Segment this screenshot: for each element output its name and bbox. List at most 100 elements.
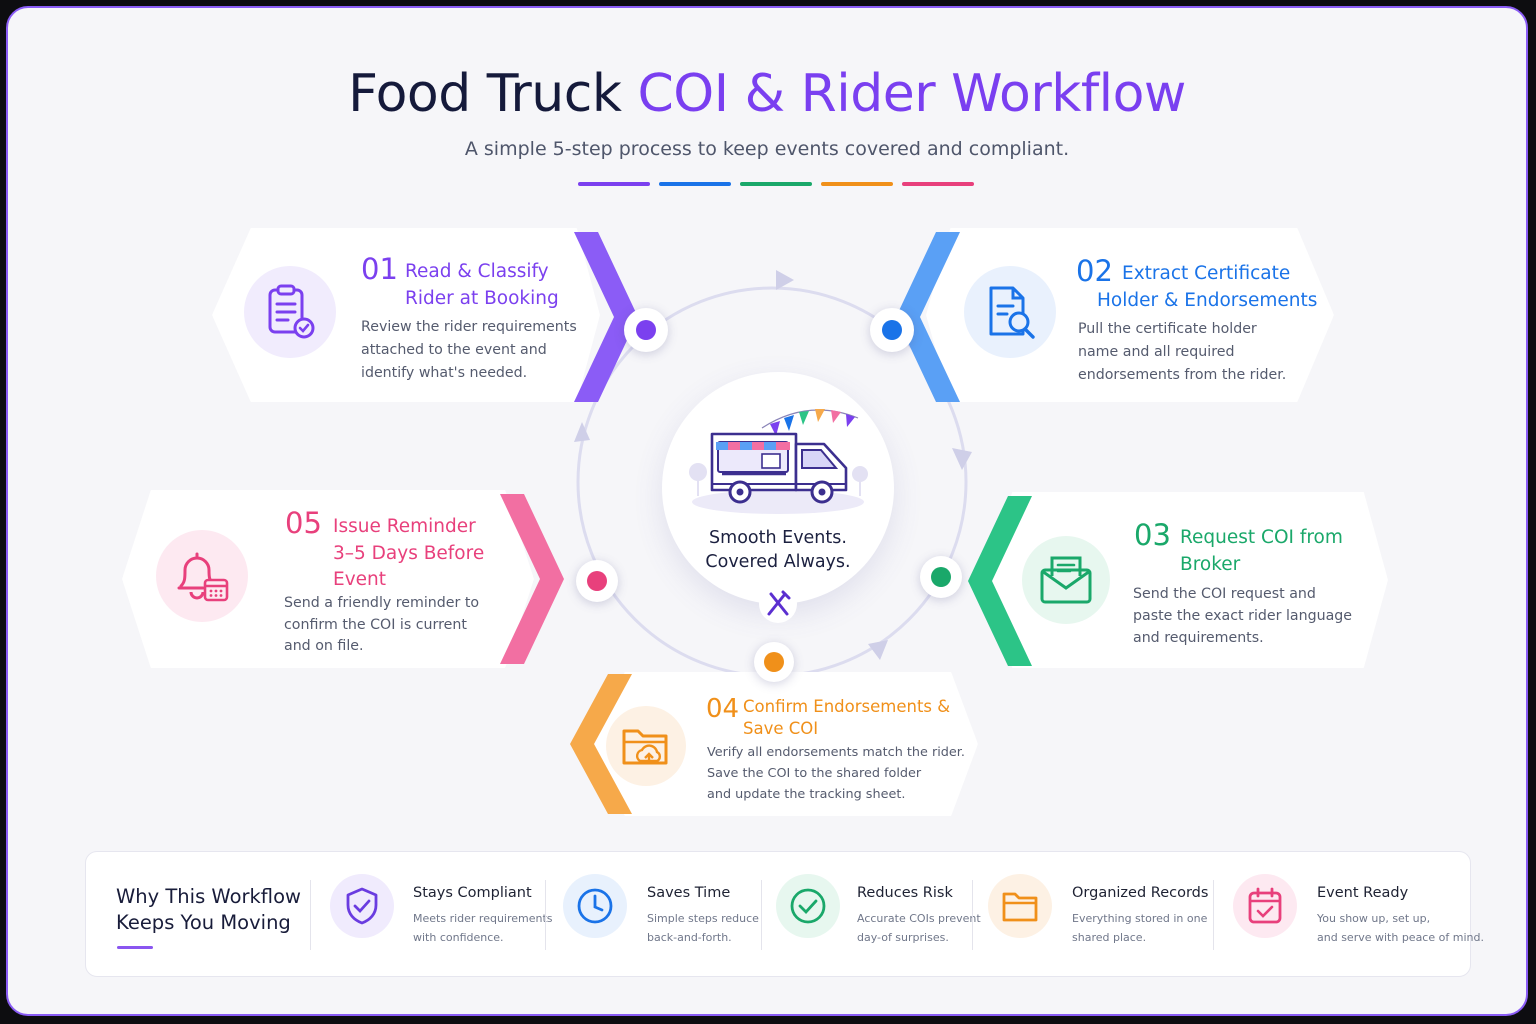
benefit-4-desc: Everything stored in one shared place.: [1072, 909, 1207, 947]
step-04-title-line1: Confirm Endorsements &: [743, 697, 951, 716]
benefit-1-title: Stays Compliant: [413, 885, 532, 901]
step-01-title-line2: Rider at Booking: [405, 288, 559, 309]
benefit-1-desc: Meets rider requirements with confidence…: [413, 909, 553, 947]
step-02-title-line2: Holder & Endorsements: [1097, 290, 1318, 311]
benefits-divider-4: [972, 880, 973, 950]
stripe-green: [740, 182, 812, 186]
benefit-4-desc-line2: shared place.: [1072, 931, 1147, 944]
stripe-pink: [902, 182, 974, 186]
step-01-body-line2: attached to the event and: [361, 342, 547, 358]
step-01-title-line1: Read & Classify: [405, 261, 549, 282]
hub-tagline-line1: Smooth Events.: [709, 528, 847, 548]
step-05-icon-circle: [156, 530, 248, 622]
step-05-body-line2: confirm the COI is current: [284, 616, 467, 633]
step-04-title: Confirm Endorsements & Save COI: [743, 696, 950, 740]
title-main: Food Truck: [348, 64, 638, 124]
step-01-body: Review the rider requirements attached t…: [361, 316, 577, 385]
step-04-number: 04: [706, 694, 740, 724]
step-01-body-line1: Review the rider requirements: [361, 319, 577, 335]
hub-tagline: Smooth Events. Covered Always.: [662, 526, 894, 574]
food-truck-illustration: [689, 409, 868, 514]
step-05-title-line1: Issue Reminder: [333, 516, 476, 537]
step-05-body-line1: Send a friendly reminder to: [284, 595, 480, 611]
benefits-heading-underline: [117, 946, 153, 949]
infographic-frame: Food Truck COI & Rider Workflow A simple…: [6, 6, 1528, 1016]
step-04-body-line2: Save the COI to the shared folder: [707, 766, 922, 781]
step-04-body-line3: and update the tracking sheet.: [707, 787, 906, 802]
step-03-body: Send the COI request and paste the exact…: [1133, 583, 1352, 649]
benefits-bar: Why This Workflow Keeps You Moving Stays…: [85, 851, 1484, 978]
step-03-chevron: [968, 496, 1032, 666]
benefit-5-icon-circle: [1233, 874, 1297, 938]
step-05-number: 05: [285, 506, 322, 540]
step-03-title-line2: Broker: [1180, 554, 1241, 575]
benefit-2-title: Saves Time: [647, 885, 731, 901]
step-01-chevron: [574, 232, 638, 402]
benefit-2-desc: Simple steps reduce back-and-forth.: [647, 909, 759, 947]
step-03-title-line1: Request COI from: [1180, 527, 1343, 548]
hub-tagline-line2: Covered Always.: [705, 552, 851, 572]
center-hub: Smooth Events. Covered Always.: [662, 372, 894, 604]
page-title: Food Truck COI & Rider Workflow: [8, 64, 1526, 124]
step-04-body: Verify all endorsements match the rider.…: [707, 742, 965, 805]
step-02-title-line1: Extract Certificate: [1122, 263, 1291, 284]
step-02-body-line3: endorsements from the rider.: [1078, 367, 1287, 383]
connector-dot-04: [754, 642, 794, 682]
envelope-icon: [1040, 556, 1092, 604]
stripe-orange: [821, 182, 893, 186]
check-circle-icon: [790, 888, 826, 924]
connector-dot-03: [920, 556, 962, 598]
bell-calendar-icon: [177, 552, 229, 602]
calendar-check-icon: [1248, 887, 1282, 924]
step-02-body-line1: Pull the certificate holder: [1078, 321, 1257, 337]
step-03-body-line3: and requirements.: [1133, 630, 1264, 646]
benefit-event-ready: Event Ready You show up, set up, and ser…: [1233, 852, 1484, 978]
step-03-body-line2: paste the exact rider language: [1133, 608, 1353, 624]
ring-arrow-top: [776, 270, 794, 290]
step-03-title: Request COI from Broker: [1180, 524, 1343, 578]
step-02-body-line2: name and all required: [1078, 344, 1235, 360]
clock-icon: [577, 888, 613, 924]
benefit-3-desc-line2: day-of surprises.: [857, 931, 949, 944]
benefit-3-title: Reduces Risk: [857, 885, 953, 901]
step-04-body-line1: Verify all endorsements match the rider.: [707, 745, 965, 760]
benefit-4-desc-line1: Everything stored in one: [1072, 912, 1208, 925]
benefit-reduces-risk: Reduces Risk Accurate COIs prevent day-o…: [776, 852, 981, 978]
step-04-icon-circle: [606, 706, 686, 786]
ring-arrow-bottom: [868, 640, 888, 660]
step-02-body: Pull the certificate holder name and all…: [1078, 318, 1286, 387]
stripe-purple: [578, 182, 650, 186]
benefit-5-title: Event Ready: [1317, 885, 1409, 901]
step-05-chevron: [500, 494, 564, 664]
step-01-body-line3: identify what's needed.: [361, 365, 528, 381]
benefit-2-desc-line2: back-and-forth.: [647, 931, 732, 944]
step-02-number: 02: [1076, 254, 1113, 288]
connector-dot-01: [624, 308, 668, 352]
step-03-number: 03: [1134, 518, 1171, 552]
step-04-title-line2: Save COI: [743, 719, 819, 738]
stripe-blue: [659, 182, 731, 186]
benefit-saves-time: Saves Time Simple steps reduce back-and-…: [563, 852, 759, 978]
benefits-divider-5: [1213, 880, 1214, 950]
step-02-title: Extract Certificate Holder & Endorsement…: [1097, 260, 1317, 314]
step-03-body-line1: Send the COI request and: [1133, 586, 1316, 602]
benefit-2-icon-circle: [563, 874, 627, 938]
benefit-organized-records: Organized Records Everything stored in o…: [988, 852, 1208, 978]
benefit-1-desc-line1: Meets rider requirements: [413, 912, 553, 925]
utensils-icon: [759, 585, 797, 623]
benefit-4-icon-circle: [988, 874, 1052, 938]
clipboard-check-icon: [268, 284, 315, 339]
step-01-number: 01: [361, 252, 398, 286]
connector-dot-02: [870, 308, 914, 352]
benefit-5-desc-line1: You show up, set up,: [1317, 912, 1431, 925]
benefit-5-desc-line2: and serve with peace of mind.: [1317, 931, 1484, 944]
step-05-body-line3: and on file.: [284, 638, 364, 654]
step-05-title: Issue Reminder 3–5 Days Before Event: [333, 514, 484, 594]
benefit-2-desc-line1: Simple steps reduce: [647, 912, 759, 925]
color-stripes: [578, 182, 974, 186]
benefit-1-desc-line2: with confidence.: [413, 931, 504, 944]
ring-arrow-left: [574, 422, 590, 442]
step-04-chevron: [570, 674, 632, 814]
step-01-icon-circle: [244, 266, 336, 358]
ring-arrow-right: [952, 448, 972, 470]
